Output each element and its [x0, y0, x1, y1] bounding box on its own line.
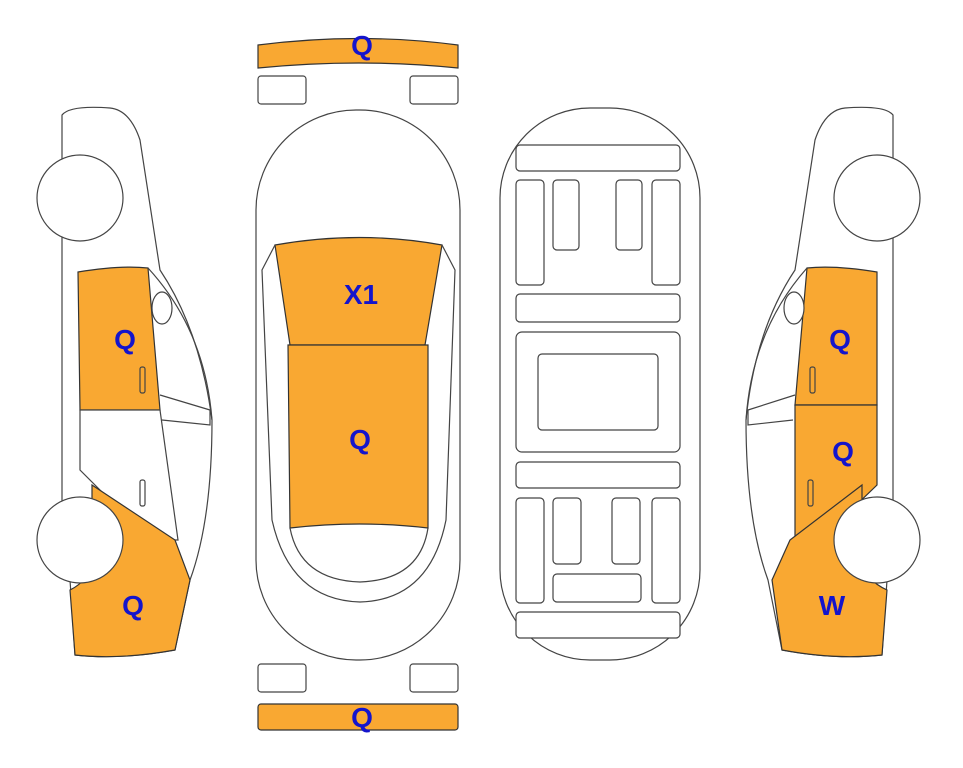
- right-side-view: [745, 106, 921, 658]
- hood-label: X1: [343, 279, 379, 310]
- right-rear-door-label: Q: [832, 436, 854, 467]
- underbody-view: [499, 107, 701, 661]
- left-front-door-label: Q: [114, 324, 136, 355]
- rear-bumper-panel[interactable]: [257, 703, 459, 731]
- left-rear-quarter-label: Q: [122, 590, 144, 621]
- rear-bumper-label: Q: [351, 702, 373, 733]
- right-front-door-label: Q: [829, 324, 851, 355]
- left-side-view: [36, 106, 213, 658]
- front-bumper-label: Q: [351, 30, 373, 61]
- roof-label: Q: [349, 424, 371, 455]
- top-view: [255, 37, 461, 731]
- right-rear-quarter-label: W: [818, 590, 846, 621]
- front-bumper-panel[interactable]: [257, 37, 459, 69]
